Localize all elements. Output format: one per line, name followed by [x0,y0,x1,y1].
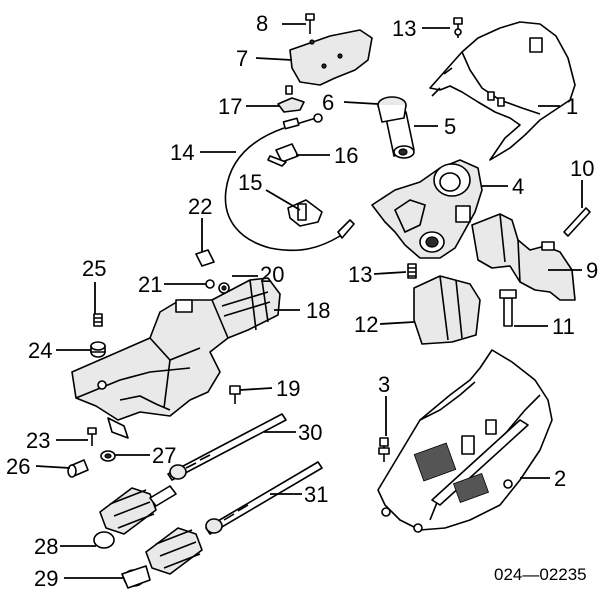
callouts: 8 7 13 1 6 5 17 14 16 15 4 10 22 25 21 2… [6,11,598,591]
callout-19: 19 [276,376,300,401]
part-3-screw [378,437,390,462]
part-20-nut [218,282,230,294]
part-28-universal-joint [93,485,177,549]
part-7-cover [289,29,373,86]
callout-7: 7 [236,46,248,71]
callout-29: 29 [34,566,58,591]
part-31-lower-shaft [205,461,323,535]
callout-12: 12 [354,312,378,337]
callout-13a: 13 [392,16,416,41]
callout-15: 15 [238,170,262,195]
callout-9: 9 [586,258,598,283]
part-8-screw [305,13,315,34]
part-13a-screw [453,17,463,38]
part-10-screw [563,207,591,237]
part-1-upper-shroud [429,21,576,161]
callout-23: 23 [26,428,50,453]
callout-6: 6 [322,90,334,115]
part-25-screw [93,313,103,327]
callout-26: 26 [6,454,30,479]
callout-22: 22 [188,194,212,219]
part-12-switch [413,275,481,345]
callout-13b: 13 [348,262,372,287]
callout-8: 8 [256,11,268,36]
callout-5: 5 [444,114,456,139]
callout-18: 18 [306,298,330,323]
part-11-screw [499,289,517,327]
part-24-bushing [90,341,106,358]
callout-21: 21 [138,272,162,297]
part-30-upper-shaft [167,413,287,481]
callout-25: 25 [82,256,106,281]
callout-1: 1 [566,94,578,119]
part-16-clip [267,143,299,167]
callout-11: 11 [552,314,575,339]
part-17-clip [277,85,305,113]
part-29-universal-joint [121,527,203,589]
leader-lines [35,23,583,579]
callout-27: 27 [152,443,176,468]
part-21-washer [205,279,215,289]
part-27-bushing [100,450,116,462]
callout-3: 3 [378,372,390,397]
part-22-clip [195,249,215,267]
part-26-bolt [67,459,89,478]
callout-14: 14 [170,140,194,165]
callout-17: 17 [218,94,242,119]
part-4-ignition-housing [371,159,483,259]
part-23-screw [87,427,97,446]
part-2-lower-shroud [377,349,553,533]
part-6-lock-ring [377,96,407,123]
callout-4: 4 [512,174,524,199]
callout-2: 2 [554,466,566,491]
callout-10: 10 [570,156,594,181]
callout-30: 30 [298,420,322,445]
callout-20: 20 [260,262,284,287]
part-19-screw [229,385,241,404]
callout-31: 31 [304,482,328,507]
callout-16: 16 [334,143,358,168]
part-13b-screw [407,263,417,279]
part-15-clip [287,199,323,227]
part-9-bracket [471,213,576,301]
column-jacket [71,299,229,439]
part-14-cable [224,113,355,252]
callout-28: 28 [34,534,58,559]
diagram-code: 024—02235 [494,565,587,584]
callout-24: 24 [28,338,52,363]
